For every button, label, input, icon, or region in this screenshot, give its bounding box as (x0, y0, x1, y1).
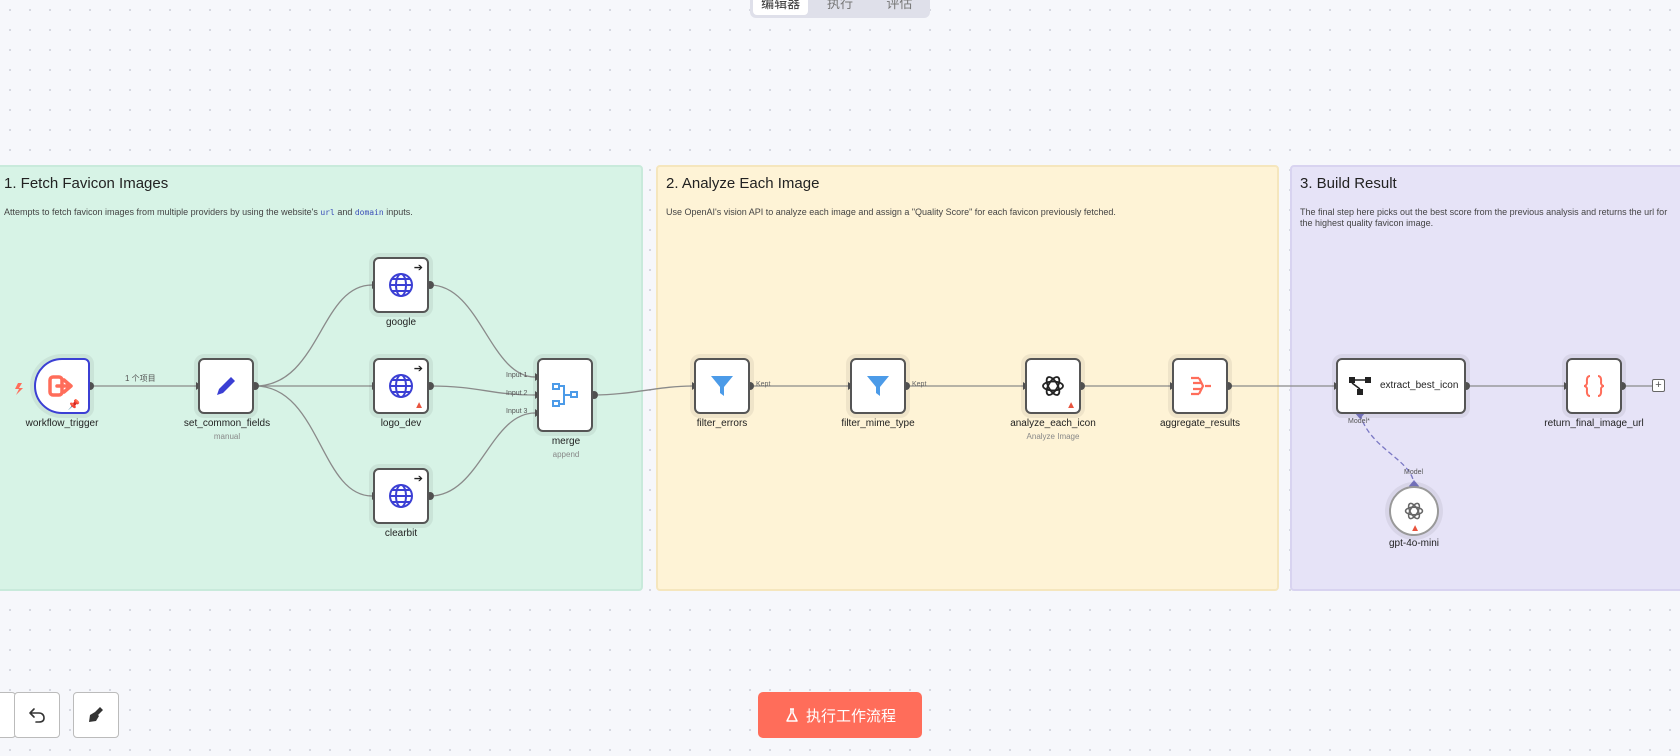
openai-icon (1404, 502, 1424, 520)
edge-set-to-clearbit (254, 385, 373, 497)
tab-evaluations[interactable]: 评估 (886, 0, 913, 11)
filter-icon (711, 376, 733, 396)
node-set-common-fields[interactable] (198, 358, 254, 414)
node-label: merge (551, 436, 581, 447)
node-return-final-image-url[interactable] (1566, 358, 1622, 414)
node-filter-errors[interactable] (694, 358, 750, 414)
arrow-right-icon: ➔ (413, 262, 423, 274)
node-label: google (385, 317, 417, 328)
node-merge[interactable] (537, 358, 593, 432)
edge-merge-to-filter (593, 385, 693, 396)
node-clearbit[interactable]: ➔ (373, 468, 429, 524)
edge-model (1359, 413, 1415, 487)
node-aggregate-results[interactable] (1172, 358, 1228, 414)
edge-label-input1: Input 1 (506, 372, 528, 379)
merge-icon (552, 383, 578, 407)
edge-label-items: 1 个项目 (125, 374, 156, 383)
globe-icon (389, 273, 413, 297)
edge-google-to-merge (429, 284, 536, 378)
undo-icon (29, 708, 45, 723)
node-label: set_common_fields (183, 418, 271, 429)
node-label: extract_best_icon (1380, 380, 1459, 391)
node-gpt-4o-mini[interactable]: ▲ (1389, 486, 1439, 536)
edge-set-to-google (254, 284, 373, 387)
node-label: return_final_image_url (1544, 418, 1644, 429)
edge-label-input3: Input 3 (506, 408, 528, 415)
node-label: gpt-4o-mini (1388, 538, 1440, 549)
node-label: workflow_trigger (25, 418, 99, 429)
node-label: clearbit (384, 528, 418, 539)
node-sublabel: append (552, 450, 580, 459)
node-label: filter_mime_type (841, 418, 915, 429)
node-label: analyze_each_icon (1010, 418, 1096, 429)
view-tabs: 编辑器 执行 评估 (750, 0, 930, 18)
clear-execution-button[interactable] (73, 692, 119, 738)
flask-icon (786, 708, 798, 722)
edge-label-model-out: Model* (1348, 418, 1370, 425)
edge-label-kept: Kept (756, 381, 771, 388)
sticky-title: 2. Analyze Each Image (666, 175, 820, 192)
node-google[interactable]: ➔ (373, 257, 429, 313)
sign-in-icon (48, 375, 73, 397)
node-sublabel: Analyze Image (1026, 432, 1080, 441)
node-extract-best-icon[interactable]: extract_best_icon (1336, 358, 1466, 414)
arrow-right-icon: ➔ (413, 363, 423, 375)
warning-icon: ▲ (414, 400, 424, 411)
add-node-button[interactable]: + (1652, 379, 1665, 392)
sticky-description: The final step here picks out the best s… (1300, 207, 1668, 228)
globe-icon (389, 484, 413, 508)
sticky-title: 1. Fetch Favicon Images (4, 175, 169, 192)
edge-label-model-in: Model (1404, 469, 1424, 476)
broom-icon (89, 707, 103, 722)
node-label: filter_errors (696, 418, 748, 429)
node-analyze-each-icon[interactable]: ▲ (1025, 358, 1081, 414)
aggregate-icon (1191, 376, 1211, 396)
filter-icon (867, 376, 889, 396)
execute-workflow-button[interactable]: 执行工作流程 (758, 692, 922, 738)
edge-clearbit-to-merge (429, 412, 536, 497)
openai-icon (1042, 376, 1064, 396)
sticky-description: Attempts to fetch favicon images from mu… (4, 207, 413, 217)
braces-icon (1583, 375, 1605, 397)
edge-logo-to-merge (429, 385, 536, 396)
sticky-description: Use OpenAI's vision API to analyze each … (666, 207, 1116, 217)
globe-icon (389, 374, 413, 398)
node-logo-dev[interactable]: ➔ ▲ (373, 358, 429, 414)
execute-workflow-label: 执行工作流程 (805, 707, 896, 725)
pencil-icon (217, 377, 235, 395)
sticky-title: 3. Build Result (1300, 175, 1397, 192)
tab-executions[interactable]: 执行 (826, 0, 853, 11)
node-workflow-trigger[interactable]: 📌 (34, 358, 90, 414)
trigger-bolt-icon (15, 383, 23, 395)
node-filter-mime-type[interactable] (850, 358, 906, 414)
tab-editor[interactable]: 编辑器 (753, 0, 809, 15)
warning-icon: ▲ (1410, 523, 1420, 534)
node-label: aggregate_results (1159, 418, 1241, 429)
arrow-right-icon: ➔ (413, 473, 423, 485)
warning-icon: ▲ (1066, 400, 1076, 411)
undo-button[interactable] (14, 692, 60, 738)
chain-icon (1349, 377, 1371, 395)
edge-label-input2: Input 2 (506, 390, 528, 397)
node-label: logo_dev (380, 418, 422, 429)
edge-label-kept: Kept (912, 381, 927, 388)
node-sublabel: manual (213, 432, 241, 441)
pin-icon: 📌 (67, 400, 80, 411)
